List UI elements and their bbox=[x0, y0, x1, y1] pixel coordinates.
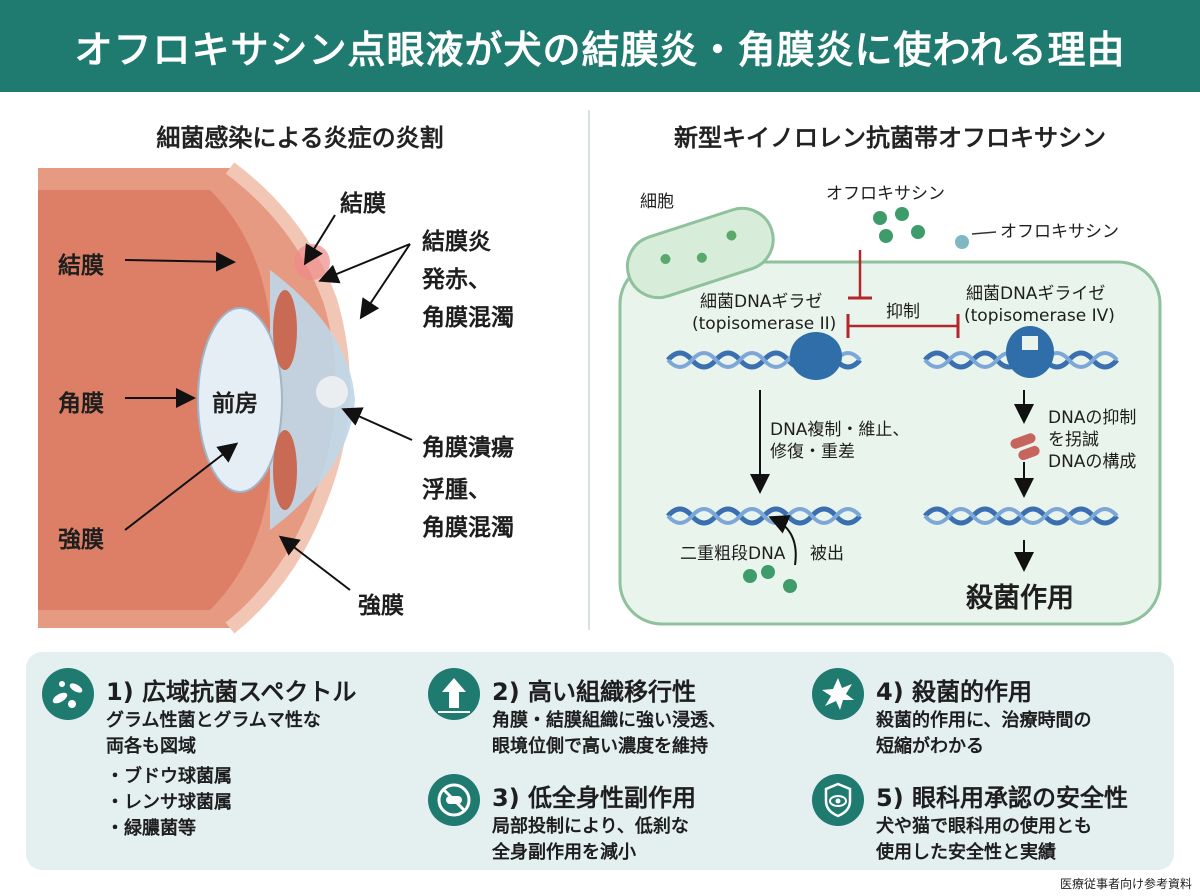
label-conjunctiva-left: 結膜 bbox=[58, 253, 104, 279]
label-gyrase-left-2: (topisomerase II) bbox=[692, 314, 837, 334]
label-ulcer-title: 角膜潰瘍 bbox=[422, 435, 514, 461]
feature-5-title: 5) 眼科用承認の安全性 bbox=[876, 784, 1129, 812]
dna-fragment bbox=[1010, 433, 1036, 449]
arrow-conjunctiva-top bbox=[303, 214, 336, 266]
feature-4-line-2: 短縮がわかる bbox=[876, 736, 984, 758]
panel-divider bbox=[588, 110, 590, 630]
dna-right-bottom-b bbox=[923, 507, 1119, 525]
released-dot-2 bbox=[761, 565, 775, 579]
arrow-sclera-bottom bbox=[278, 535, 351, 591]
feature-1-line-4: ・レンサ球菌属 bbox=[106, 792, 232, 814]
label-conjunctiva-top: 結膜 bbox=[340, 191, 386, 217]
label-dna-inhibit-1: DNAの抑制 bbox=[1048, 408, 1137, 428]
capsule-dot-1 bbox=[660, 254, 671, 265]
gyrase-enzyme-right-gap bbox=[1022, 336, 1038, 350]
label-cell: 細胞 bbox=[640, 192, 674, 212]
feature-2-line-1: 角膜・結膜組織に強い浸透、 bbox=[492, 710, 726, 731]
ofloxacin-dot-4 bbox=[911, 225, 925, 239]
feature-1-title: 1) 広域抗菌スペクトル bbox=[106, 678, 357, 706]
iris-lower bbox=[273, 430, 297, 510]
label-ofloxacin-side: オフロキサシン bbox=[1000, 222, 1119, 242]
label-anterior-chamber: 前房 bbox=[212, 391, 258, 417]
arrow-ulcer bbox=[341, 407, 413, 441]
ofloxacin-dot-2 bbox=[895, 207, 909, 221]
capsule-dot-3 bbox=[726, 230, 737, 241]
label-dna-inhibit-2: を拐誠 bbox=[1048, 430, 1099, 450]
label-ulcer-desc1: 浮腫、 bbox=[422, 477, 491, 503]
eye-inner-tissue bbox=[38, 190, 270, 610]
released-dot-3 bbox=[783, 579, 797, 593]
feature-5-desc: 犬や猫で眼科用の使用とも 使用した安全性と実績 bbox=[876, 814, 1092, 866]
label-conjunctivitis-desc2: 角膜混濁 bbox=[422, 305, 514, 331]
label-double-strand: 二重粗段DNA bbox=[680, 544, 786, 564]
label-conjunctivitis-desc1: 発赤、 bbox=[422, 267, 491, 293]
feature-4-title: 4) 殺菌的作用 bbox=[876, 678, 1033, 706]
feature-3-line-2: 全身副作用を減小 bbox=[492, 842, 636, 864]
feature-4-desc: 殺菌的作用に、治療時間の 短縮がわかる bbox=[876, 708, 1091, 760]
ulcer-spot bbox=[316, 376, 348, 408]
feature-3-title: 3) 低全身性副作用 bbox=[492, 784, 697, 812]
arrow-up-icon bbox=[428, 668, 480, 720]
feature-2-title: 2) 高い組織移行性 bbox=[492, 678, 697, 706]
arrow-conjunctivitis-2 bbox=[359, 243, 411, 320]
label-ofloxacin-top: オフロキサシン bbox=[826, 184, 945, 204]
arrow-conjunctivitis-1 bbox=[318, 243, 411, 284]
label-replication-1: DNA複制・維止、 bbox=[770, 420, 910, 440]
label-replication-2: 修復・重差 bbox=[770, 442, 855, 462]
label-conjunctivitis-title: 結膜炎 bbox=[422, 229, 491, 255]
bacteria-icon bbox=[42, 668, 94, 720]
feature-1-line-1: グラム性菌とグラムマ性な bbox=[106, 710, 321, 731]
feature-1-line-2: 両各も図域 bbox=[106, 736, 196, 758]
ofloxacin-entry bbox=[955, 235, 969, 249]
feature-2-line-2: 眼境位側で高い濃度を維持 bbox=[492, 736, 708, 758]
page-title: オフロキサシン点眼液が犬の結膜炎・角膜炎に使われる理由 bbox=[74, 27, 1126, 72]
feature-1-line-3: ・ブドウ球菌属 bbox=[106, 766, 232, 788]
label-cornea-left: 角膜 bbox=[58, 391, 104, 417]
capsule-dot-2 bbox=[696, 252, 707, 263]
iris-upper bbox=[273, 290, 297, 370]
burst-icon bbox=[812, 668, 864, 720]
page-title-banner: オフロキサシン点眼液が犬の結膜炎・角膜炎に使われる理由 bbox=[0, 0, 1200, 92]
feature-3-line-1: 局部投制により、低刹な bbox=[492, 816, 689, 837]
ofloxacin-dot-3 bbox=[879, 229, 893, 243]
label-sclera-bottom: 強膜 bbox=[358, 593, 404, 619]
dna-fragment-2 bbox=[1018, 445, 1040, 461]
label-bactericidal: 殺菌作用 bbox=[966, 583, 1074, 614]
label-sclera-left: 強膜 bbox=[58, 527, 104, 553]
feature-5-line-1: 犬や猫で眼科用の使用とも bbox=[876, 816, 1092, 837]
features-panel bbox=[26, 652, 1174, 870]
feature-5-line-2: 使用した安全性と実績 bbox=[876, 842, 1056, 864]
feature-2-desc: 角膜・結膜組織に強い浸透、 眼境位側で高い濃度を維持 bbox=[492, 708, 726, 760]
ofloxacin-side-pointer bbox=[971, 231, 997, 235]
feature-4-line-1: 殺菌的作用に、治療時間の bbox=[876, 710, 1092, 731]
label-inhibit: 抑制 bbox=[886, 302, 920, 322]
feature-3-desc: 局部投制により、低刹な 全身副作用を減小 bbox=[492, 814, 689, 866]
feature-1-desc: グラム性菌とグラムマ性な 両各も図域 ・ブドウ球菌属 ・レンサ球菌属 ・緑膿菌等 bbox=[106, 708, 321, 842]
label-gyrase-left-1: 細菌DNAギラゼ bbox=[700, 292, 823, 312]
label-ulcer-desc2: 角膜混濁 bbox=[422, 515, 514, 541]
label-dna-inhibit-3: DNAの構成 bbox=[1048, 452, 1137, 472]
dna-left-bottom-b bbox=[666, 507, 862, 525]
gyrase-enzyme-right bbox=[1006, 326, 1054, 378]
no-pill-icon bbox=[428, 774, 480, 826]
right-panel-title: 新型キイノロレン抗菌帯オフロキサシン bbox=[674, 124, 1106, 152]
eye-shield-icon bbox=[812, 774, 864, 826]
label-release: 被出 bbox=[810, 544, 844, 564]
ofloxacin-dot-1 bbox=[873, 211, 887, 225]
left-panel-title: 細菌感染による炎症の炎割 bbox=[156, 124, 444, 152]
footnote: 医療従事者向け参考資料 bbox=[1059, 877, 1192, 891]
released-dot-1 bbox=[743, 569, 757, 583]
arrow-sclera-left bbox=[124, 442, 239, 531]
feature-1-line-5: ・緑膿菌等 bbox=[106, 818, 196, 840]
arrow-release-curve bbox=[768, 515, 797, 566]
arrow-conjunctiva-left bbox=[124, 251, 236, 272]
label-gyrase-right-2: (topisomerase IV) bbox=[964, 306, 1115, 326]
label-gyrase-right-1: 細菌DNAギライゼ bbox=[966, 284, 1106, 304]
gyrase-enzyme-left bbox=[790, 332, 842, 380]
